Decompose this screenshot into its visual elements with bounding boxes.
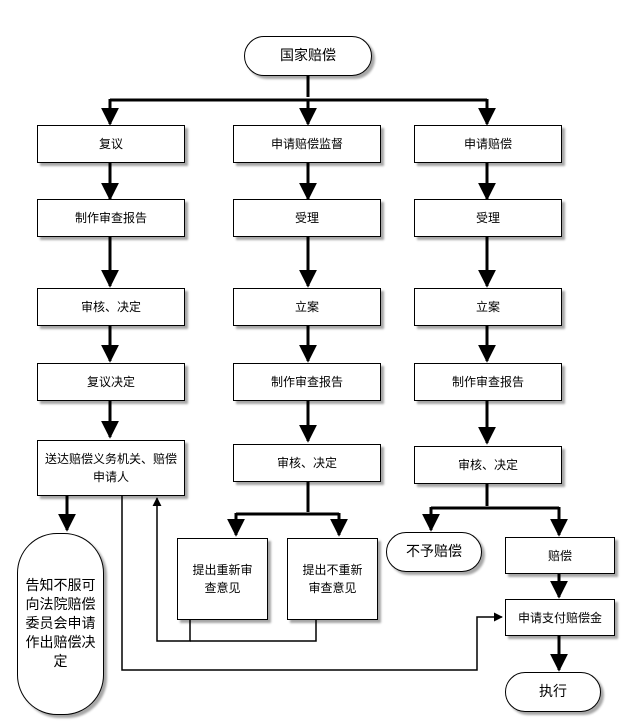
right-step1-label: 申请赔偿 [463,137,512,151]
left-step3-label: 审核、决定 [80,300,141,314]
middle-opt-a-box: 提出重新审查意见 [177,538,268,620]
middle-step3-label: 立案 [294,300,319,314]
right-step3-box: 立案 [414,288,562,326]
middle-step1-label: 申请赔偿监督 [270,137,343,151]
left-step5-label: 送达赔偿义务机关、赔偿申请人 [44,452,177,484]
left-step4-box: 复议决定 [37,363,185,401]
left-step6-box: 告知不服可向法院赔偿委员会申请作出赔偿决定 [17,533,104,715]
right-execute-label: 执行 [539,684,567,700]
middle-step5-label: 审核、决定 [276,456,337,470]
connector-reexam-loop [152,497,191,642]
middle-step4-label: 制作审查报告 [270,375,343,389]
middle-opt-b-label: 提出不重新审查意见 [302,563,363,595]
middle-opt-b-box: 提出不重新审查意见 [287,538,378,620]
left-step6-label: 告知不服可向法院赔偿委员会申请作出赔偿决定 [25,577,96,670]
left-step4-label: 复议决定 [86,375,135,389]
right-step5-box: 审核、决定 [414,446,562,484]
right-comp-box: 赔偿 [505,537,615,574]
right-execute-node: 执行 [505,672,601,712]
middle-step1-box: 申请赔偿监督 [233,125,381,163]
left-step1-label: 复议 [98,137,123,151]
left-step2-label: 制作审查报告 [74,211,147,225]
middle-step2-box: 受理 [233,199,381,237]
connector-deliver-to-payment [121,495,503,671]
middle-step2-label: 受理 [294,211,319,225]
right-step5-label: 审核、决定 [457,458,518,472]
root-node: 国家赔偿 [244,36,372,76]
right-step2-box: 受理 [414,199,562,237]
right-no-comp-node: 不予赔偿 [386,532,482,572]
right-no-comp-label: 不予赔偿 [406,544,462,560]
left-step3-box: 审核、决定 [37,288,185,326]
left-step5-box: 送达赔偿义务机关、赔偿申请人 [37,440,185,496]
left-step2-box: 制作审查报告 [37,199,185,237]
right-step3-label: 立案 [475,300,500,314]
right-step4-box: 制作审查报告 [414,363,562,401]
right-step2-label: 受理 [475,211,500,225]
connector-reexam-to-noreexam [190,620,317,642]
left-step1-box: 复议 [37,125,185,163]
root-label: 国家赔偿 [280,48,336,64]
right-comp-label: 赔偿 [547,548,572,563]
right-apply-pay-label: 申请支付赔偿金 [517,610,602,625]
right-step1-box: 申请赔偿 [414,125,562,163]
right-step4-label: 制作审查报告 [451,375,524,389]
middle-step4-box: 制作审查报告 [233,363,381,401]
middle-step3-box: 立案 [233,288,381,326]
middle-step5-box: 审核、决定 [233,444,381,482]
right-apply-pay-box: 申请支付赔偿金 [505,599,615,636]
middle-opt-a-label: 提出重新审查意见 [192,563,253,595]
